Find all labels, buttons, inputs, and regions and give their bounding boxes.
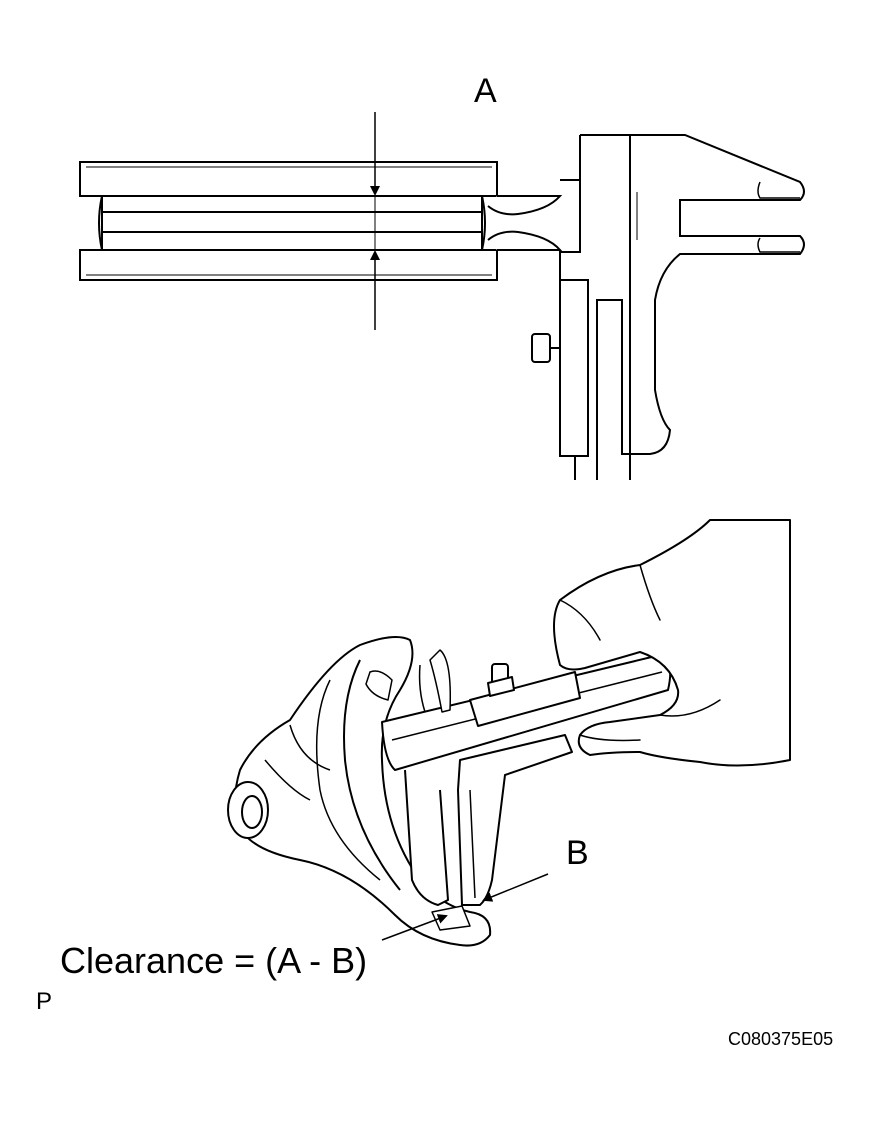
shift-fork-drawing — [228, 637, 490, 946]
label-a: A — [474, 72, 497, 110]
label-b: B — [566, 834, 589, 872]
caliper-bottom — [382, 650, 670, 905]
dimension-b — [382, 874, 548, 940]
figure-code: C080375E05 — [728, 1029, 834, 1049]
corner-mark: P — [36, 988, 53, 1015]
clearance-formula: Clearance = (A - B) — [60, 940, 368, 981]
sleeve-groove-drawing — [80, 162, 497, 280]
caliper-top — [488, 135, 804, 480]
hand-illustration — [554, 520, 790, 766]
